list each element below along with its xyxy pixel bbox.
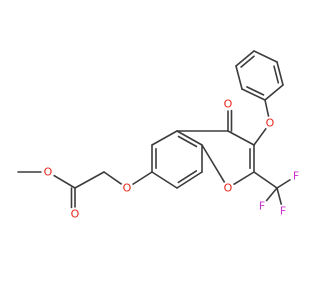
bond-c5-c6-inner [177, 170, 198, 184]
atom-label-f3: F [293, 170, 299, 183]
atom-label-o_ether_methyl: O [44, 166, 53, 179]
atom-background-f3 [289, 169, 300, 183]
atom-label-layer: O O O O O O F F F [41, 97, 300, 221]
bond-ph5-ph6-inner [273, 65, 280, 84]
bond-ph1-ph2-inner [246, 86, 265, 96]
atom-background-f2 [276, 204, 290, 218]
atom-background-o_ether_phenoxy [263, 116, 277, 130]
atom-background-o_carbonyl_ester [68, 207, 82, 221]
atom-label-o_ring: O [224, 182, 233, 195]
bond-ph5-ph6 [276, 61, 284, 86]
bond-c6-c7 [151, 171, 178, 189]
bond-ph4-ph5 [253, 50, 278, 63]
bond-ph3-ph4 [235, 50, 255, 67]
bond-cf3-fC [276, 178, 292, 189]
bond-ph3-ph4-inner [240, 55, 255, 68]
bond-c4a-c8a [176, 130, 203, 146]
atom-label-o_carbonyl_ester: O [71, 208, 80, 221]
molecule-structure: O O O O O O F F F [17, 50, 300, 221]
bond-ph6-ph1 [264, 84, 284, 101]
bond-layer [17, 50, 292, 209]
bond-c4-c3 [227, 130, 255, 146]
bond-oAr-c7 [131, 171, 153, 186]
atom-background-o_ether_methyl [41, 165, 55, 179]
bond-oMe-cEst [52, 174, 76, 189]
atom-label-o_ether_phenoxy: O [266, 117, 275, 130]
bond-c5-c6 [176, 171, 203, 189]
atom-background-o_ring [221, 181, 235, 195]
atom-label-f1: F [259, 200, 265, 213]
bond-c4a-c8a-inner [177, 135, 198, 148]
atom-label-f2: F [280, 205, 286, 218]
bond-c3-oPh [253, 127, 268, 146]
bond-c2-oRing [232, 171, 255, 186]
bond-oRing-c8a [201, 144, 226, 184]
bond-oPh-ph1 [264, 99, 270, 118]
bond-ch2-oAr [103, 171, 123, 186]
atom-label-o_ketone: O [224, 98, 233, 111]
bond-c2-cf3 [253, 171, 278, 189]
atom-background-f1 [255, 199, 269, 213]
bond-ph2-ph3 [235, 65, 243, 90]
atom-label-o_ether_aryl: O [123, 182, 132, 195]
atom-background-o_ether_aryl [120, 181, 134, 195]
bond-cf3-fA [265, 187, 278, 202]
atom-background-o_ketone [221, 97, 235, 111]
bond-c8-c4a [151, 130, 178, 146]
bond-ph1-ph2 [241, 88, 266, 101]
bond-cf3-fB [276, 187, 283, 206]
bond-cEst-ch2 [74, 171, 105, 189]
